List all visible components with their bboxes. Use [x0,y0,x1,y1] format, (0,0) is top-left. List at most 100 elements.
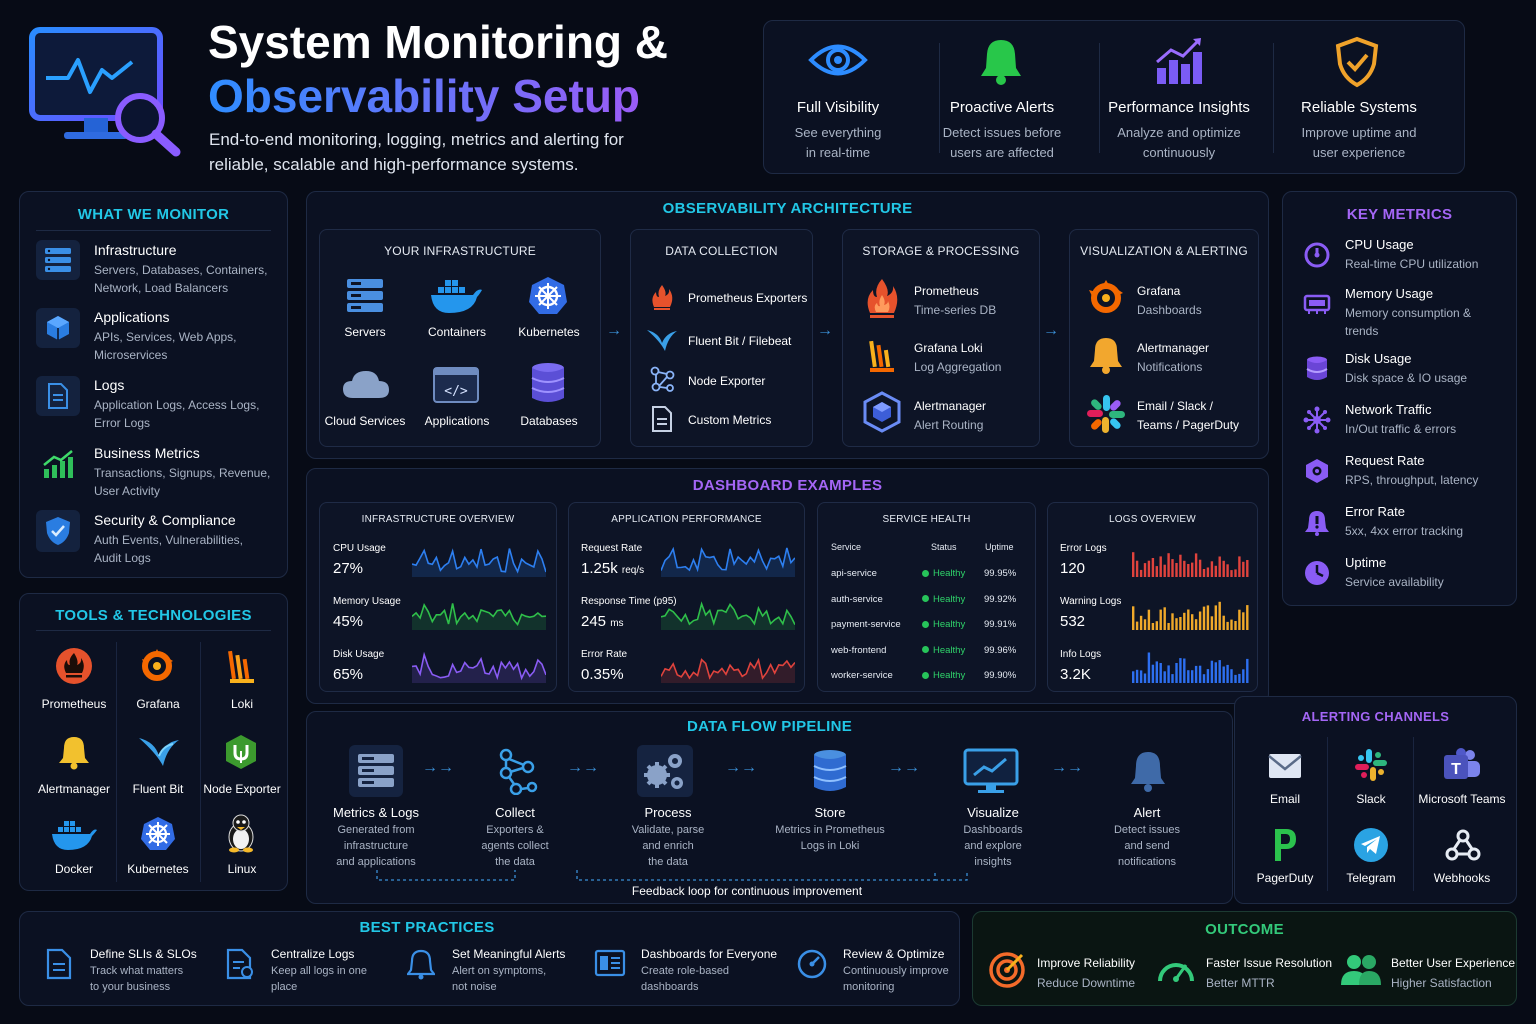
histogram-bar [1155,621,1158,630]
clock-icon [1301,557,1333,589]
key-metric-desc: Disk space & IO usage [1345,371,1468,385]
tool-label: Grafana [136,697,180,711]
tool-label: Loki [230,697,253,711]
histogram-bar [1194,665,1198,683]
histogram-bar [1230,570,1233,577]
slack-icon [1351,745,1391,785]
outcome-title: Improve Reliability [1037,956,1136,970]
histogram-bar [1147,560,1151,577]
key-metric-desc: RPS, throughput, latency [1345,473,1479,487]
visualization-card: VISUALIZATION & ALERTING Grafana Dashboa… [1069,229,1259,447]
memory-sparkline [412,602,546,630]
histogram-bar [1242,561,1245,577]
tool-label: Fluent Bit [132,782,184,796]
storage-name: Alertmanager [914,399,987,413]
service-name: payment-service [831,619,901,630]
pipeline-step-title: Store [814,805,846,820]
section-title: DATA FLOW PIPELINE [686,718,853,735]
fluent-bit-icon [137,732,181,772]
cloud-icon [340,364,392,404]
benefit-desc: user experience [1312,145,1406,160]
collector-label: Node Exporter [688,374,766,388]
histogram-bar [1246,658,1249,683]
error-logs-histogram [1132,552,1249,577]
flow-arrow-icon: → [606,322,622,339]
histogram-bar [1147,609,1151,630]
metric-value: 1.25k req/s [581,560,645,577]
section-title: BEST PRACTICES [359,919,495,936]
pipeline-step-title: Metrics & Logs [333,805,419,820]
histogram-bar [1191,670,1194,683]
histogram-bar [1171,613,1174,630]
histogram-bar [1214,605,1217,630]
infra-label: Servers [344,325,386,339]
monitor-item-desc: Microservices [94,348,168,362]
data-collection-card: DATA COLLECTION Prometheus Exporters Flu… [630,229,813,447]
request-rate-sparkline [661,546,795,577]
flow-arrow-icon: →→ [888,759,920,776]
benefit-desc: continuously [1142,145,1216,160]
metric-value: 65% [333,666,364,683]
histogram-bar [1238,609,1241,630]
metric-value: 120 [1060,560,1086,577]
container-whale-icon [428,274,484,318]
pipeline-step-desc: notifications [1117,856,1177,868]
service-name: api-service [831,568,877,579]
monitor-item-title: Security & Compliance [94,512,236,528]
pipeline-step-desc: Metrics in Prometheus [775,824,885,836]
infra-label: Kubernetes [518,325,580,339]
status-badge: Healthy [922,619,965,630]
gears-icon [637,745,693,797]
service-name: auth-service [831,593,883,605]
histogram-bar [1159,663,1162,683]
histogram-bar [1234,674,1237,683]
target-icon [987,950,1027,990]
practice-desc: Track what matters [90,965,184,977]
section-title: TOOLS & TECHNOLOGIES [55,607,252,624]
histogram-bar [1210,616,1214,630]
pipeline-step-desc: Detect issues [1113,824,1181,836]
card-title: YOUR INFRASTRUCTURE [384,244,536,258]
database-stack-icon [809,745,851,797]
prometheus-flame-icon [861,276,903,320]
histogram-bar [1202,569,1206,577]
histogram-bar [1191,614,1194,630]
histogram-bar [1135,560,1139,577]
metric-label: Error Rate [581,649,628,660]
histogram-bar [1222,666,1225,683]
metric-label: Response Time (p95) [581,596,677,607]
memory-chip-icon [1301,288,1333,320]
outcome-panel: OUTCOME Improve Reliability Reduce Downt… [972,911,1517,1006]
viz-desc: Dashboards [1137,303,1202,317]
histogram-bar [1163,607,1166,630]
pipeline-step-desc: Exporters & [486,824,544,836]
benefit-title: Proactive Alerts [949,99,1055,116]
pipeline-step-desc: and send [1124,840,1170,852]
histogram-bar [1238,673,1241,683]
shield-check-icon [1332,35,1382,89]
monitor-magnifier-logo [28,26,184,158]
speedometer-icon [1156,950,1196,990]
metric-label: Request Rate [581,543,643,554]
disk-sparkline [412,651,546,683]
monitor-item-title: Logs [94,377,125,393]
architecture-panel: OBSERVABILITY ARCHITECTURE YOUR INFRASTR… [306,191,1269,459]
benefit-desc: Detect issues before [942,125,1062,140]
practice-title: Review & Optimize [843,947,945,961]
uptime-value: 99.90% [984,670,1017,681]
histogram-bar [1151,558,1155,577]
pipeline-step-desc: insights [974,856,1012,868]
storage-name: Prometheus [914,284,979,298]
node-exporter-icon [221,732,261,772]
metric-label: Info Logs [1060,649,1102,660]
card-title: INFRASTRUCTURE OVERVIEW [361,514,515,525]
linux-penguin-icon [223,812,259,854]
outcome-title: Better User Experience [1391,956,1516,970]
grafana-icon [1084,276,1128,320]
histogram-bar [1222,560,1225,577]
bar-chart-icon [1152,35,1206,87]
histogram-bar [1159,609,1162,630]
infra-label: Containers [427,325,487,339]
card-title: APPLICATION PERFORMANCE [611,514,762,525]
metric-value: 245 ms [581,613,624,630]
